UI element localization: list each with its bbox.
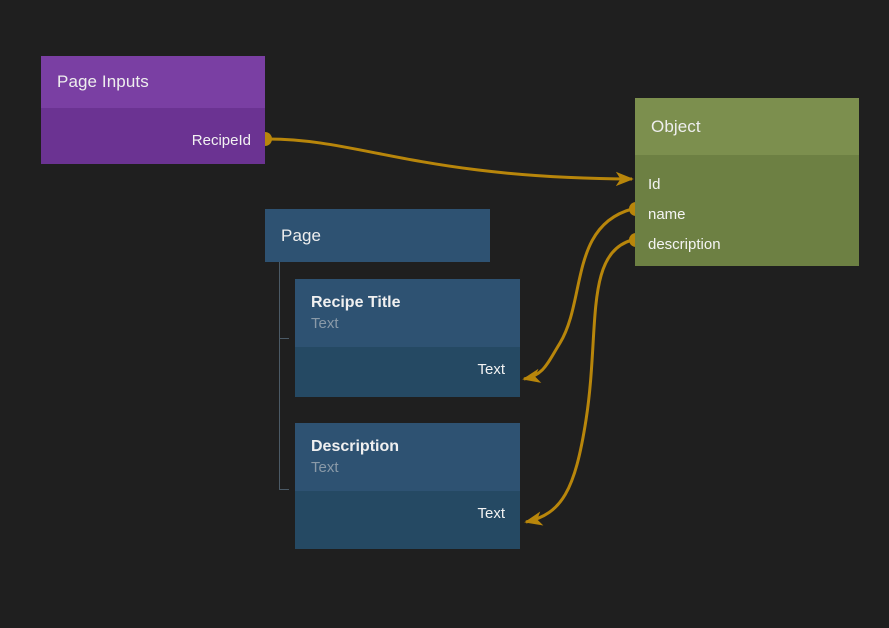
tree-connector-stub-recipe-title [279, 338, 289, 339]
field-label-id: Id [648, 175, 661, 193]
edge-recipeid-to-id [267, 137, 634, 187]
input-slot-recipe-title-text[interactable]: Text [477, 361, 505, 378]
node-object-header[interactable]: Object [635, 98, 859, 155]
node-description-title: Description [311, 438, 400, 455]
node-page-inputs[interactable]: Page Inputs RecipeId [41, 56, 265, 164]
edge-name-to-recipe-title [522, 207, 633, 383]
node-recipe-title-subtitle: Text [311, 315, 339, 332]
node-recipe-title-header[interactable]: Recipe Title Text [295, 279, 520, 347]
tree-connector-stub-description [279, 489, 289, 490]
output-port-recipeid[interactable]: RecipeId [192, 132, 251, 149]
node-description[interactable]: Description Text Text [295, 423, 520, 549]
field-label-name: name [648, 205, 686, 223]
node-page-inputs-body: RecipeId [41, 108, 265, 164]
edge-description-to-description-text [524, 238, 633, 526]
output-port-recipeid-label: RecipeId [191, 132, 251, 149]
field-label-description: description [648, 235, 721, 253]
field-row-name[interactable]: name [635, 199, 859, 229]
field-row-description[interactable]: description [635, 229, 859, 259]
node-object[interactable]: Object Id name description [635, 98, 859, 266]
node-object-body: Id name description [635, 155, 859, 266]
node-page-inputs-header[interactable]: Page Inputs [41, 56, 265, 108]
node-description-subtitle: Text [311, 459, 339, 476]
node-recipe-title-title: Recipe Title [311, 294, 401, 311]
node-description-body: Text [295, 491, 520, 549]
node-page-title: Page [281, 225, 322, 245]
node-recipe-title[interactable]: Recipe Title Text Text [295, 279, 520, 397]
node-page-header[interactable]: Page [265, 209, 490, 262]
node-page[interactable]: Page [265, 209, 490, 262]
field-row-id[interactable]: Id [635, 169, 859, 199]
input-slot-description-text[interactable]: Text [477, 505, 505, 522]
node-page-inputs-title: Page Inputs [57, 72, 149, 91]
node-description-header[interactable]: Description Text [295, 423, 520, 491]
node-object-title: Object [651, 116, 701, 136]
tree-connector-vertical [279, 262, 280, 490]
node-recipe-title-body: Text [295, 347, 520, 397]
